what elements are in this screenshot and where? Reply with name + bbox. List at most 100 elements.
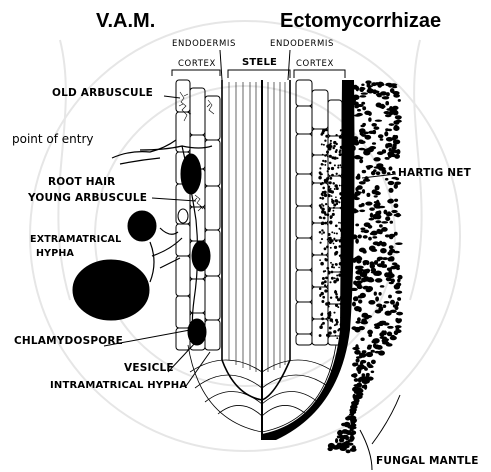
hartig-net-dot	[333, 330, 336, 333]
hartig-net-dot	[336, 232, 338, 234]
mantle-dot	[384, 111, 391, 114]
mantle-dot	[383, 210, 387, 215]
hartig-net-dot	[329, 155, 332, 158]
hartig-net-dot	[321, 182, 324, 185]
hartig-net-dot	[329, 177, 332, 180]
mantle-dot	[388, 271, 392, 277]
mantle-dot	[356, 175, 361, 179]
mantle-dot	[369, 218, 374, 221]
mantle-dot	[350, 288, 357, 291]
hartig-net-dot	[328, 233, 331, 236]
hartig-net-dot	[339, 153, 342, 156]
hartig-net-dot	[322, 160, 324, 162]
hartig-net-dot	[321, 194, 323, 196]
mantle-dot	[387, 199, 394, 204]
mantle-dot	[360, 227, 365, 230]
mantle-dot	[395, 135, 398, 139]
mantle-dot	[357, 104, 364, 107]
hartig-net-dot	[335, 296, 338, 299]
hartig-net-dot	[335, 319, 338, 322]
mantle-dot	[376, 103, 382, 108]
mantle-dot	[338, 430, 343, 435]
hartig-net-dot	[338, 201, 340, 203]
mantle-dot	[361, 278, 367, 283]
hartig-net-dot	[330, 318, 334, 322]
hartig-net-dot	[322, 154, 324, 156]
mantle-dot	[380, 248, 387, 253]
mantle-dot	[376, 163, 383, 167]
mantle-dot	[375, 202, 380, 207]
hartig-net-dot	[323, 270, 325, 272]
mantle-dot	[388, 257, 393, 261]
mantle-dot	[390, 336, 397, 340]
mantle-dot	[394, 264, 400, 268]
hartig-net-dot	[321, 283, 323, 285]
hartig-net-dot	[325, 203, 327, 205]
hartig-net-dot	[330, 262, 332, 264]
mantle-dot	[355, 223, 359, 226]
cortex-cell	[176, 256, 190, 296]
endodermis-right-header: ENDODERMIS	[270, 40, 334, 49]
mantle-dot	[371, 350, 375, 353]
hartig-net-dot	[332, 182, 335, 185]
hartig-net-dot	[324, 280, 327, 283]
mantle-dot	[358, 299, 362, 303]
mantle-dot	[377, 257, 383, 261]
mantle-dot	[352, 302, 356, 307]
mantle-dot	[347, 442, 354, 445]
hartig-net-dot	[334, 164, 336, 166]
hartig-net-dot	[329, 221, 331, 223]
mantle-dot	[362, 189, 365, 194]
cortex-cell	[205, 186, 220, 230]
hartig-net-dot	[331, 167, 334, 170]
mantle-dot	[385, 143, 389, 148]
mantle-dot	[363, 230, 369, 234]
mantle-dot	[362, 260, 369, 264]
mantle-dot	[362, 123, 366, 126]
hartig-net-dot	[318, 176, 321, 179]
mantle-dot	[357, 234, 361, 238]
hartig-net-dot	[337, 165, 339, 167]
hartig-net-dot	[331, 277, 334, 280]
hartig-net-dot	[336, 203, 338, 205]
mantle-dot	[386, 92, 390, 96]
chlamydospore	[73, 260, 149, 320]
mantle-dot	[378, 134, 384, 138]
mantle-dot	[372, 142, 376, 145]
hartig-net-dot	[337, 298, 340, 301]
cortex-cell	[296, 334, 312, 345]
mantle-dot	[371, 340, 375, 343]
mantle-dot	[368, 278, 374, 282]
mantle-dot	[368, 117, 371, 122]
young-arbuscule	[194, 195, 203, 211]
hartig-net-dot	[321, 312, 323, 314]
mantle-dot	[375, 220, 381, 223]
hartig-net-dot	[321, 300, 324, 303]
mantle-dot	[364, 151, 370, 155]
vesicle-label: VESICLE	[124, 363, 174, 374]
hartig-net-dot	[322, 205, 324, 207]
hartig-net-dot	[327, 170, 329, 172]
hartig-net-dot	[331, 231, 333, 233]
hartig-net-dot	[334, 277, 336, 279]
vam-title: V.A.M.	[96, 11, 155, 31]
mantle-dot	[375, 120, 382, 122]
mantle-dot	[356, 255, 361, 260]
mantle-dot	[383, 330, 387, 335]
mantle-dot	[378, 210, 382, 214]
mantle-dot	[393, 94, 400, 98]
mantle-dot	[353, 281, 357, 285]
mantle-dot	[394, 125, 398, 130]
hartig-net-dot	[324, 222, 327, 225]
cortex-cell	[296, 238, 312, 270]
hartig-net-dot	[319, 231, 322, 234]
mantle-dot	[359, 140, 366, 144]
mantle-dot	[351, 430, 356, 434]
mantle-dot	[371, 249, 378, 252]
hartig-net-dot	[330, 145, 333, 148]
hartig-net-dot	[319, 334, 322, 337]
hartig-net-dot	[321, 131, 324, 134]
hartig-net-dot	[321, 317, 324, 320]
hartig-net-dot	[322, 187, 325, 190]
mantle-dot	[395, 290, 402, 293]
